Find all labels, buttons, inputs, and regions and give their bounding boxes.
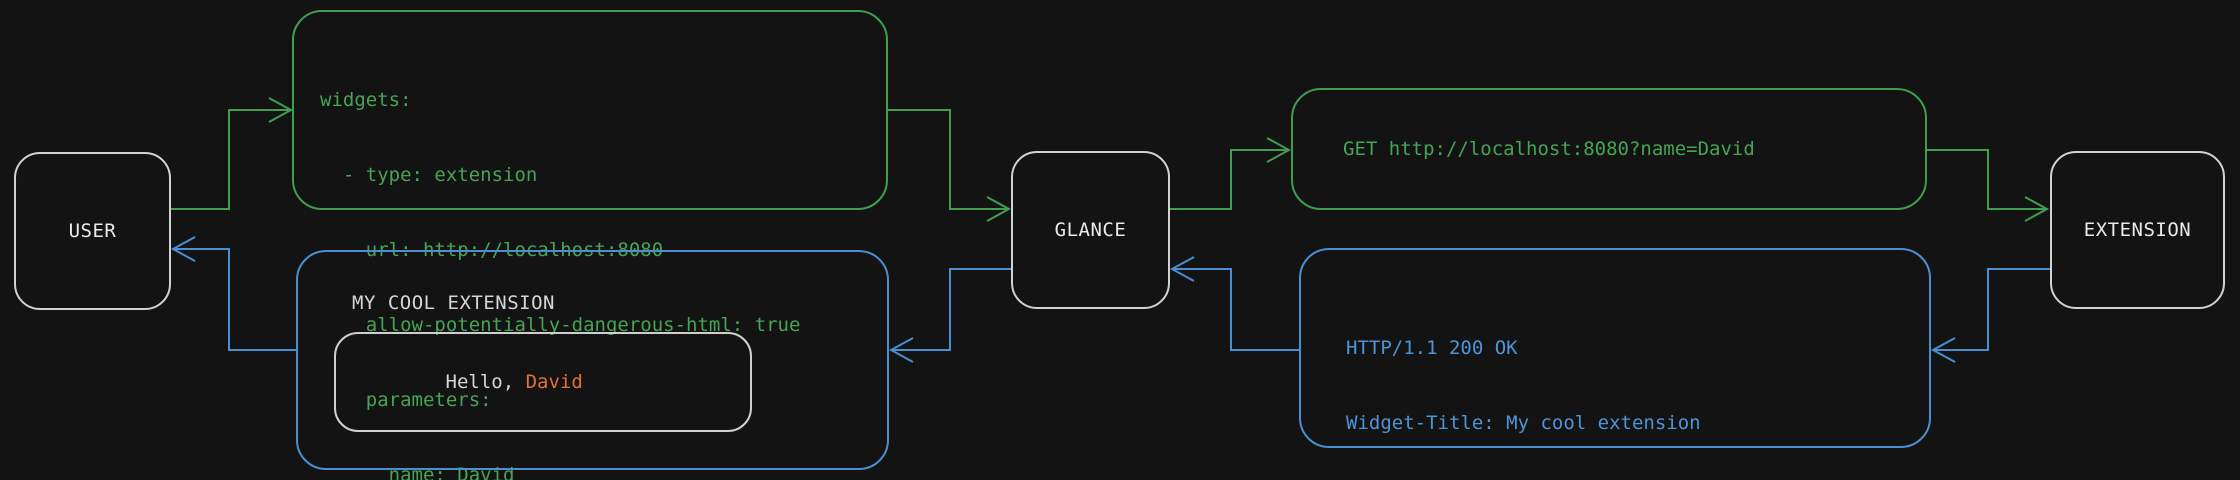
widget-content-card: Hello, David: [334, 332, 752, 432]
config-line: parameters:: [320, 389, 492, 411]
greeting-prefix: Hello,: [445, 371, 526, 393]
http-request-box: GET http://localhost:8080?name=David: [1291, 88, 1927, 210]
arrow-widget-to-user: [170, 236, 296, 351]
greeting-name: David: [525, 371, 583, 393]
node-user-label: USER: [68, 220, 117, 242]
arrow-config-to-glance: [888, 109, 1012, 222]
node-user: USER: [14, 152, 171, 310]
arrow-glance-to-request: [1170, 137, 1292, 210]
http-response-box: HTTP/1.1 200 OK Widget-Title: My cool ex…: [1299, 248, 1931, 448]
widget-greeting: Hello, David: [354, 349, 583, 415]
response-line: Widget-Title: My cool extension: [1346, 412, 1701, 434]
arrow-user-to-config: [171, 97, 294, 210]
arrow-request-to-extension: [1927, 149, 2050, 222]
node-extension-label: EXTENSION: [2083, 219, 2192, 241]
config-line: - type: extension: [320, 164, 538, 186]
http-request-text: GET http://localhost:8080?name=David: [1343, 137, 1755, 160]
yaml-config-box: widgets: - type: extension url: http://l…: [292, 10, 888, 480]
config-line: allow-potentially-dangerous-html: true: [320, 314, 801, 336]
widget-title: MY COOL EXTENSION: [352, 292, 555, 314]
arrow-glance-to-widget: [888, 268, 1011, 363]
node-glance: GLANCE: [1011, 151, 1170, 309]
config-line: widgets:: [320, 89, 412, 111]
node-glance-label: GLANCE: [1054, 219, 1127, 241]
arrow-response-to-glance: [1169, 256, 1299, 351]
node-extension: EXTENSION: [2050, 151, 2225, 309]
arrow-extension-to-response: [1930, 268, 2050, 363]
response-line: HTTP/1.1 200 OK: [1346, 337, 1518, 359]
widget-preview-box: MY COOL EXTENSION Hello, David: [296, 250, 889, 470]
